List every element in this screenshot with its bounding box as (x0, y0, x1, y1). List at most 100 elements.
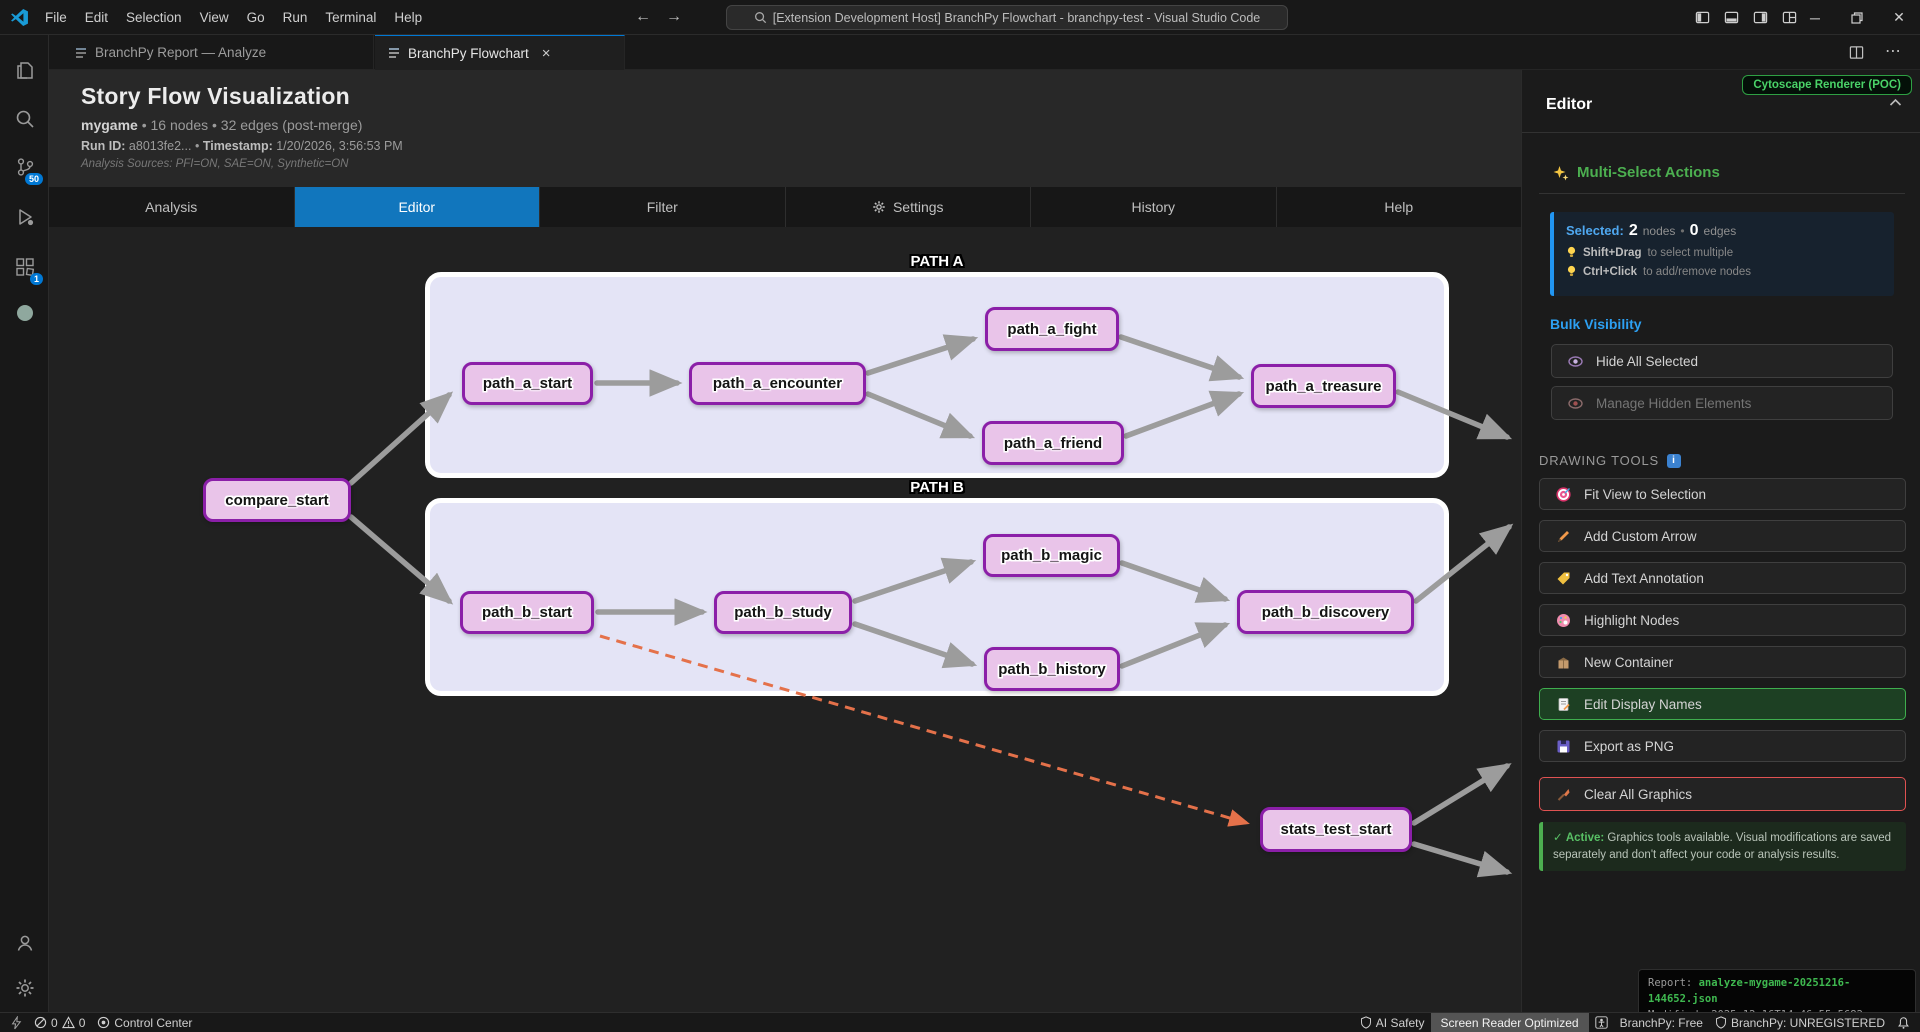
settings-gear-icon[interactable] (0, 968, 49, 1008)
collapse-chevron-icon[interactable] (1889, 98, 1902, 107)
tab-filter[interactable]: Filter (540, 187, 786, 227)
edge-fight-to-treasure[interactable] (1118, 334, 1245, 382)
edge-friend-to-treasure[interactable] (1123, 390, 1245, 439)
tab-history[interactable]: History (1031, 187, 1277, 227)
active-label: Active: (1565, 832, 1605, 844)
search-icon[interactable] (0, 99, 49, 139)
add-custom-arrow-button[interactable]: Add Custom Arrow (1539, 520, 1906, 552)
menu-file[interactable]: File (45, 9, 67, 25)
menu-selection[interactable]: Selection (126, 9, 182, 25)
problems-status[interactable]: 0 0 (28, 1013, 91, 1032)
run-id-value: a8013fe2... (125, 139, 195, 153)
command-center-search[interactable]: [Extension Development Host] BranchPy Fl… (726, 5, 1288, 30)
more-actions-icon[interactable]: ⋯ (1885, 43, 1901, 60)
menu-terminal[interactable]: Terminal (325, 9, 377, 25)
flow-node-path-a-fight[interactable]: path_a_fight (985, 307, 1119, 351)
flow-node-path-a-start[interactable]: path_a_start (462, 362, 593, 405)
tab-help[interactable]: Help (1276, 187, 1521, 227)
tab-branchpy-report[interactable]: BranchPy Report — Analyze (62, 35, 374, 70)
run-debug-icon[interactable] (0, 197, 49, 237)
menu-help[interactable]: Help (394, 9, 423, 25)
button-label: Add Custom Arrow (1584, 528, 1697, 544)
explorer-icon[interactable] (0, 51, 49, 91)
close-button[interactable]: ✕ (1893, 9, 1905, 25)
edge-compare-to-path-a-start[interactable] (348, 391, 454, 486)
hide-all-selected-button[interactable]: Hide All Selected (1551, 344, 1893, 378)
tab-settings[interactable]: Settings (785, 187, 1031, 227)
flow-node-compare-start[interactable]: compare_start (203, 478, 351, 522)
ai-safety-item[interactable]: AI Safety (1354, 1013, 1431, 1032)
flow-node-path-b-start[interactable]: path_b_start (460, 591, 594, 634)
scm-badge: 50 (24, 173, 43, 185)
split-editor-icon[interactable] (1849, 45, 1864, 60)
flow-node-path-b-study[interactable]: path_b_study (714, 591, 852, 634)
accounts-icon[interactable] (0, 923, 49, 963)
flow-node-stats-test-start[interactable]: stats_test_start (1260, 807, 1412, 852)
extensions-badge: 1 (29, 273, 43, 285)
edge-custom-arrow-dashed[interactable] (599, 634, 1250, 827)
restore-button[interactable] (1836, 0, 1878, 35)
flow-node-path-a-friend[interactable]: path_a_friend (982, 421, 1124, 465)
close-tab-icon[interactable]: × (541, 44, 551, 62)
branchpy-free-item[interactable]: BranchPy: Free (1614, 1013, 1709, 1032)
export-as-png-button[interactable]: Export as PNG (1539, 730, 1906, 762)
edge-stats-exit-down[interactable] (1411, 841, 1513, 878)
remote-indicator-icon[interactable] (0, 1013, 28, 1032)
extensions-icon[interactable]: 1 (0, 247, 49, 287)
flow-node-path-b-discovery[interactable]: path_b_discovery (1237, 590, 1414, 634)
manage-hidden-elements-button[interactable]: Manage Hidden Elements (1551, 386, 1893, 420)
branchpy-unregistered-item[interactable]: BranchPy: UNREGISTERED (1709, 1013, 1891, 1032)
control-center-item[interactable]: Control Center (91, 1013, 198, 1032)
button-label: Clear All Graphics (1584, 786, 1693, 802)
source-control-icon[interactable]: 50 (0, 147, 49, 187)
flow-node-path-b-magic[interactable]: path_b_magic (983, 534, 1120, 577)
screen-reader-item[interactable]: Screen Reader Optimized (1430, 1013, 1589, 1032)
toggle-sidebar-icon[interactable] (1695, 10, 1710, 25)
clear-all-graphics-button[interactable]: Clear All Graphics (1539, 777, 1906, 811)
flow-node-path-a-treasure[interactable]: path_a_treasure (1251, 364, 1396, 408)
vscode-logo (10, 8, 29, 27)
button-label: Edit Display Names (1584, 696, 1702, 712)
edge-study-to-history[interactable] (852, 621, 978, 669)
flow-node-path-b-history[interactable]: path_b_history (984, 647, 1120, 691)
extension-view-icon[interactable] (0, 293, 49, 333)
button-label: Hide All Selected (1596, 353, 1699, 369)
edge-stats-exit-up[interactable] (1411, 763, 1512, 826)
back-arrow[interactable]: ← (635, 8, 651, 25)
report-label: Report: (1648, 977, 1699, 989)
edge-compare-to-path-b-start[interactable] (348, 514, 454, 605)
edge-magic-to-discovery[interactable] (1119, 560, 1231, 603)
new-container-button[interactable]: New Container (1539, 646, 1906, 678)
container-path-b[interactable] (425, 498, 1449, 696)
highlight-nodes-button[interactable]: Highlight Nodes (1539, 604, 1906, 636)
button-label: Export as PNG (1584, 738, 1675, 754)
menu-go[interactable]: Go (246, 9, 265, 25)
accessibility-icon[interactable] (1589, 1013, 1614, 1032)
edge-encounter-to-fight[interactable] (865, 334, 979, 376)
toggle-panel-icon[interactable] (1724, 10, 1739, 25)
edge-discovery-exit[interactable] (1413, 523, 1514, 604)
edge-study-to-magic[interactable] (852, 557, 977, 604)
menu-view[interactable]: View (199, 9, 229, 25)
edit-display-names-button[interactable]: Edit Display Names (1539, 688, 1906, 720)
dot-separator: • (1680, 224, 1685, 238)
flowchart-canvas[interactable]: PATH A PATH B (49, 227, 1521, 1012)
menu-edit[interactable]: Edit (84, 9, 109, 25)
edge-treasure-exit[interactable] (1395, 389, 1513, 440)
fit-view-to-selection-button[interactable]: Fit View to Selection (1539, 478, 1906, 510)
menu-run[interactable]: Run (282, 9, 308, 25)
info-icon[interactable]: i (1666, 453, 1681, 468)
edge-history-to-discovery[interactable] (1119, 622, 1231, 669)
toggle-secondary-sidebar-icon[interactable] (1753, 10, 1768, 25)
active-text: Graphics tools available. Visual modific… (1553, 832, 1892, 861)
add-text-annotation-button[interactable]: Add Text Annotation (1539, 562, 1906, 594)
tab-analysis[interactable]: Analysis (49, 187, 295, 227)
notifications-bell-icon[interactable] (1891, 1013, 1920, 1032)
tab-branchpy-flowchart[interactable]: BranchPy Flowchart × (375, 35, 625, 70)
minimize-button[interactable]: ─ (1810, 9, 1820, 26)
forward-arrow[interactable]: → (666, 8, 682, 25)
tab-editor[interactable]: Editor (294, 187, 540, 227)
customize-layout-icon[interactable] (1782, 10, 1797, 25)
flow-node-path-a-encounter[interactable]: path_a_encounter (689, 362, 866, 405)
edge-encounter-to-friend[interactable] (865, 391, 976, 439)
